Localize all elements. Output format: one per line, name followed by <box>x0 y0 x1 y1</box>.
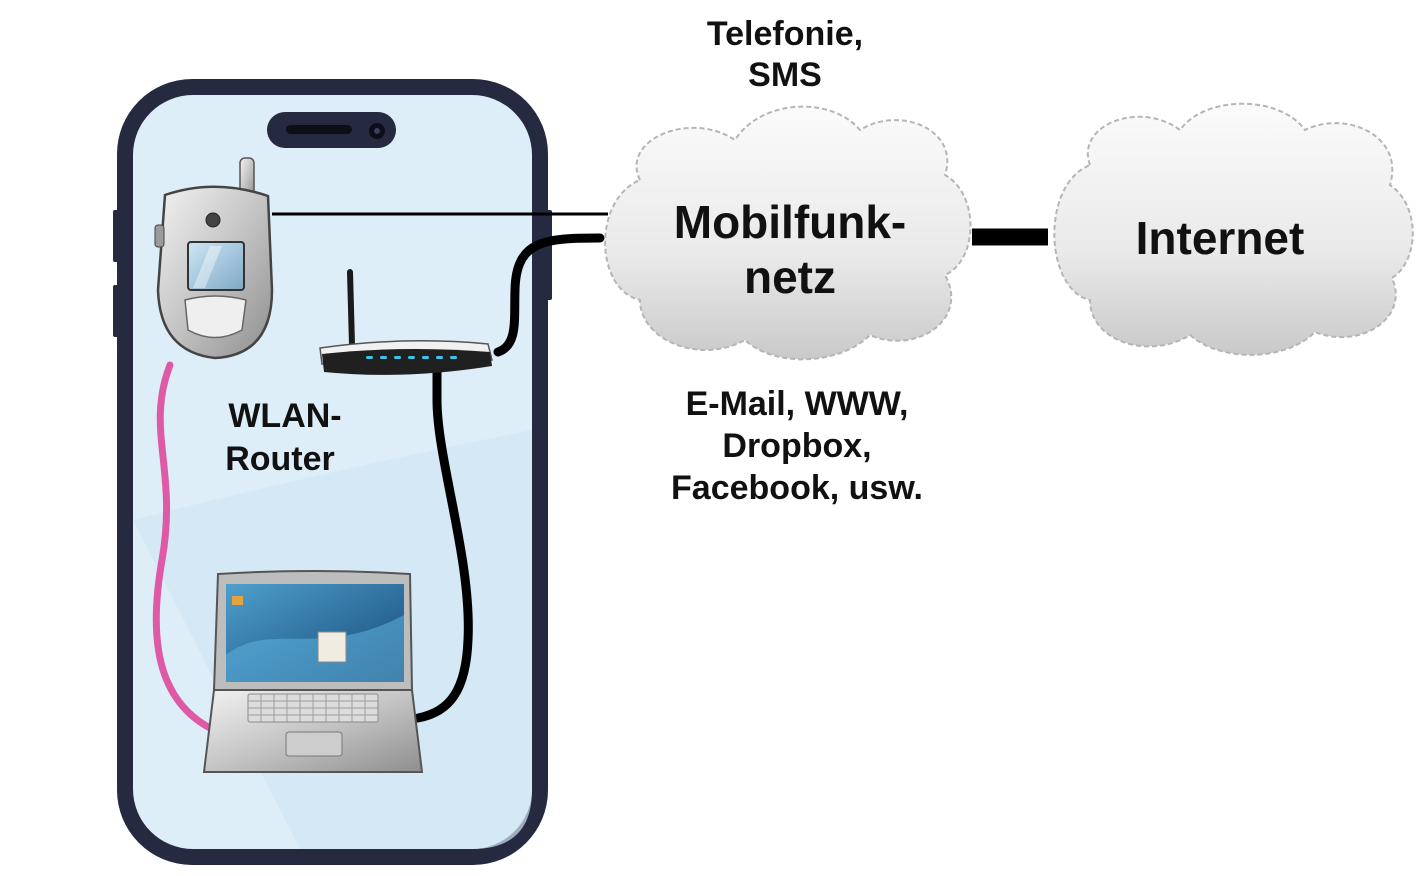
phone-display <box>187 241 245 291</box>
window-icon <box>317 631 347 663</box>
camera-lens-icon <box>205 212 221 228</box>
internet-label: Internet <box>1136 212 1305 264</box>
router-antenna <box>347 269 355 348</box>
mobile-network-cloud <box>604 105 972 361</box>
wlan-router-icon <box>319 269 493 375</box>
mobile-network-label-line2: netz <box>744 251 836 303</box>
feature-phone-icon <box>154 157 274 360</box>
router-to-network-cable <box>493 233 605 357</box>
router-status-leds <box>366 356 457 359</box>
telephony-label-line1: Telefonie, <box>707 15 863 53</box>
internet-cloud <box>1053 102 1414 356</box>
router-label-line2: Router <box>225 440 335 478</box>
data-services-label-line2: Dropbox, <box>722 427 871 465</box>
wireless-link <box>152 361 214 732</box>
connections <box>152 212 1048 732</box>
router-label-line1: WLAN- <box>228 397 341 435</box>
telephony-label-line2: SMS <box>748 56 822 94</box>
folder-icon <box>232 596 243 605</box>
laptop-icon <box>202 570 424 773</box>
mobile-network-label-line1: Mobilfunk- <box>674 196 907 248</box>
touchpad-icon <box>285 731 343 757</box>
data-services-label-line1: E-Mail, WWW, <box>686 385 909 423</box>
data-services-label-line3: Facebook, usw. <box>671 469 923 507</box>
router-to-laptop-cable <box>413 367 473 723</box>
speaker-slot <box>286 125 352 134</box>
